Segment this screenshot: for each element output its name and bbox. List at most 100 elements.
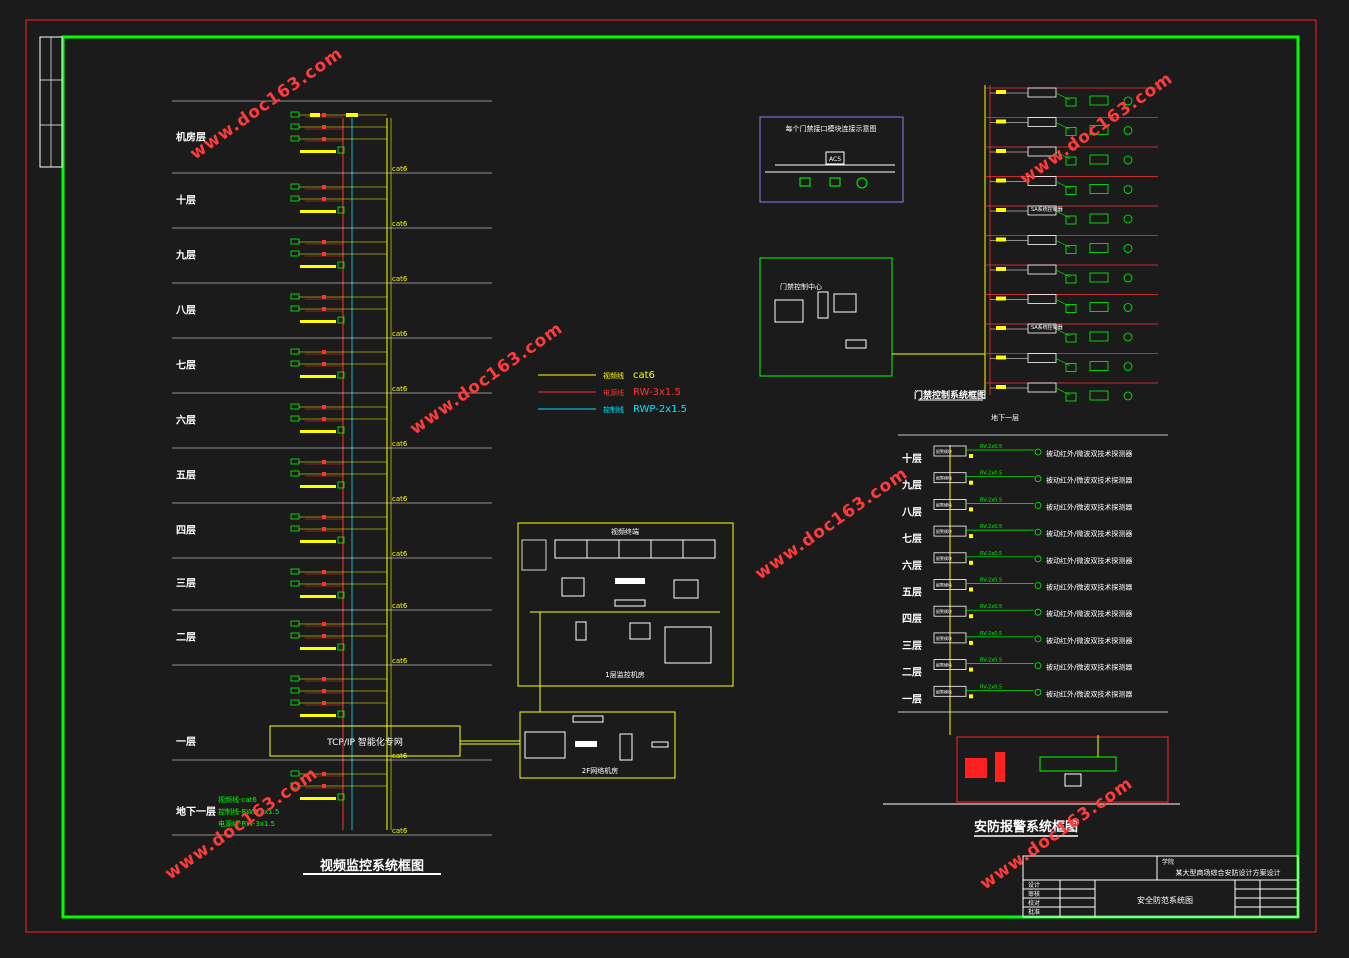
basement-label-1: 视频线-cat6 — [218, 795, 257, 804]
video-floor-label: 五层 — [176, 469, 196, 481]
project-name: 某大型商场综合安防设计方案设计 — [1176, 868, 1281, 877]
lock-icon — [1123, 273, 1133, 283]
camera-icon — [290, 568, 300, 575]
video-floor-label: 四层 — [176, 524, 196, 536]
alarm-module — [933, 605, 967, 617]
watermark-text: www.doc163.com — [406, 318, 566, 439]
alarm-module — [933, 685, 967, 697]
cable-cat6-label: cat6 — [392, 827, 408, 835]
video-floor-label: 九层 — [175, 248, 196, 261]
cable-cat6-label: cat6 — [392, 440, 408, 448]
video-floor-label: 八层 — [175, 304, 196, 316]
detector-icon — [1034, 475, 1042, 483]
alarm-section: 十层报警模块RV-2x0.5被动红外/微波双技术探测器九层报警模块RV-2x0.… — [883, 434, 1180, 837]
detector-label: 被动红外/微波双技术探测器 — [1046, 636, 1132, 645]
detector-icon — [1034, 635, 1042, 643]
monitoring-room-label: 1层监控机房 — [605, 670, 644, 679]
detector-label: 被动红外/微波双技术探测器 — [1046, 529, 1132, 538]
watermark-text: www.doc163.com — [186, 43, 346, 164]
alarm-center-box — [956, 736, 1169, 803]
lock-icon — [1123, 303, 1133, 312]
legend-name: 视频线 — [603, 371, 624, 380]
detector-label: 被动红外/微波双技术探测器 — [1046, 583, 1132, 592]
detector-icon — [1034, 662, 1042, 669]
watermark-text: www.doc163.com — [751, 463, 911, 584]
lock-icon — [1123, 332, 1133, 342]
svg-text:报警模块: 报警模块 — [936, 582, 952, 588]
controller-label: SA系统控制器 — [1031, 324, 1063, 331]
camera-icon — [290, 305, 300, 312]
camera-icon — [290, 687, 300, 694]
svg-text:报警模块: 报警模块 — [936, 555, 952, 561]
watermark-text: www.doc163.com — [1016, 68, 1176, 189]
detector-label: 被动红外/微波双技术探测器 — [1046, 449, 1132, 458]
title-block: 学院 某大型商场综合安防设计方案设计 安全防范系统图 设计 审核 校对 批准 — [1022, 855, 1299, 918]
alarm-floor-label: 四层 — [902, 613, 922, 625]
door-title: 门禁控制系统框图 — [914, 389, 986, 401]
alarm-module — [933, 498, 967, 510]
door-inset-box — [759, 116, 904, 203]
detector-icon — [1034, 555, 1042, 563]
tb-row-2: 审核 — [1028, 890, 1040, 898]
detector-icon — [1034, 501, 1042, 509]
door-inset-title: 每个门禁接口模块连接示意图 — [786, 124, 877, 133]
lock-icon — [1123, 96, 1133, 106]
door-bottom-label: 地下一层 — [991, 413, 1019, 422]
alarm-floor-label: 七层 — [902, 532, 922, 545]
alarm-title: 安防报警系统框图 — [974, 819, 1078, 835]
video-floor-label: 三层 — [176, 578, 196, 590]
video-floor-label: 地下一层 — [176, 805, 216, 818]
lock-icon — [1123, 391, 1133, 401]
cable-cat6-label: cat6 — [392, 275, 408, 283]
legend-value: cat6 — [633, 370, 655, 381]
camera-icon — [290, 470, 300, 477]
network-room: 2F网络机房 — [519, 711, 676, 779]
alarm-module — [933, 525, 967, 537]
alarm-floor-label: 六层 — [902, 559, 922, 572]
cable-cat6-label: cat6 — [392, 495, 408, 503]
detector-label: 被动红外/微波双技术探测器 — [1046, 689, 1132, 698]
svg-text:报警模块: 报警模块 — [936, 448, 952, 454]
camera-icon — [290, 415, 300, 422]
basement-label-2: 控制线-RWP-2x1.5 — [218, 807, 279, 816]
alarm-floor-label: 九层 — [901, 479, 922, 492]
alarm-cable-label: RV-2x0.5 — [980, 444, 1002, 450]
svg-text:报警模块: 报警模块 — [936, 688, 952, 694]
camera-icon — [290, 348, 300, 355]
door-center-label: 门禁控制中心 — [780, 282, 822, 291]
detector-label: 被动红外/微波双技术探测器 — [1046, 556, 1132, 565]
video-terminal-label: 视频终端 — [611, 527, 639, 536]
camera-icon — [290, 458, 300, 465]
video-title: 视频监控系统框图 — [320, 858, 424, 874]
camera-icon — [290, 513, 300, 520]
alarm-module — [933, 579, 967, 590]
legend-value: RWP-2x1.5 — [633, 404, 687, 415]
svg-text:报警模块: 报警模块 — [936, 662, 952, 668]
alarm-cable-label: RV-2x0.5 — [980, 631, 1002, 637]
detector-label: 被动红外/微波双技术探测器 — [1046, 609, 1132, 618]
alarm-cable-label: RV-2x0.5 — [980, 497, 1002, 503]
detector-icon — [1034, 528, 1042, 536]
camera-icon — [290, 525, 300, 532]
alarm-module — [933, 445, 967, 457]
lock-icon — [1123, 214, 1133, 224]
legend-name: 控制线 — [603, 405, 624, 414]
alarm-module — [933, 632, 967, 644]
svg-text:报警模块: 报警模块 — [936, 528, 952, 534]
camera-icon — [290, 135, 300, 142]
network-label: TCP/IP 智能化专网 — [326, 736, 403, 748]
camera-icon — [290, 770, 300, 777]
camera-icon — [290, 675, 300, 682]
camera-icon — [290, 293, 300, 300]
cable-cat6-label: cat6 — [392, 330, 408, 338]
camera-icon — [290, 782, 300, 789]
alarm-module — [933, 659, 967, 670]
door-center-box — [759, 257, 893, 377]
alarm-cable-label: RV-2x0.5 — [980, 684, 1002, 690]
svg-text:报警模块: 报警模块 — [936, 635, 952, 641]
legend-value: RW-3x1.5 — [633, 387, 681, 398]
camera-icon — [290, 111, 300, 118]
svg-text:报警模块: 报警模块 — [936, 475, 952, 481]
